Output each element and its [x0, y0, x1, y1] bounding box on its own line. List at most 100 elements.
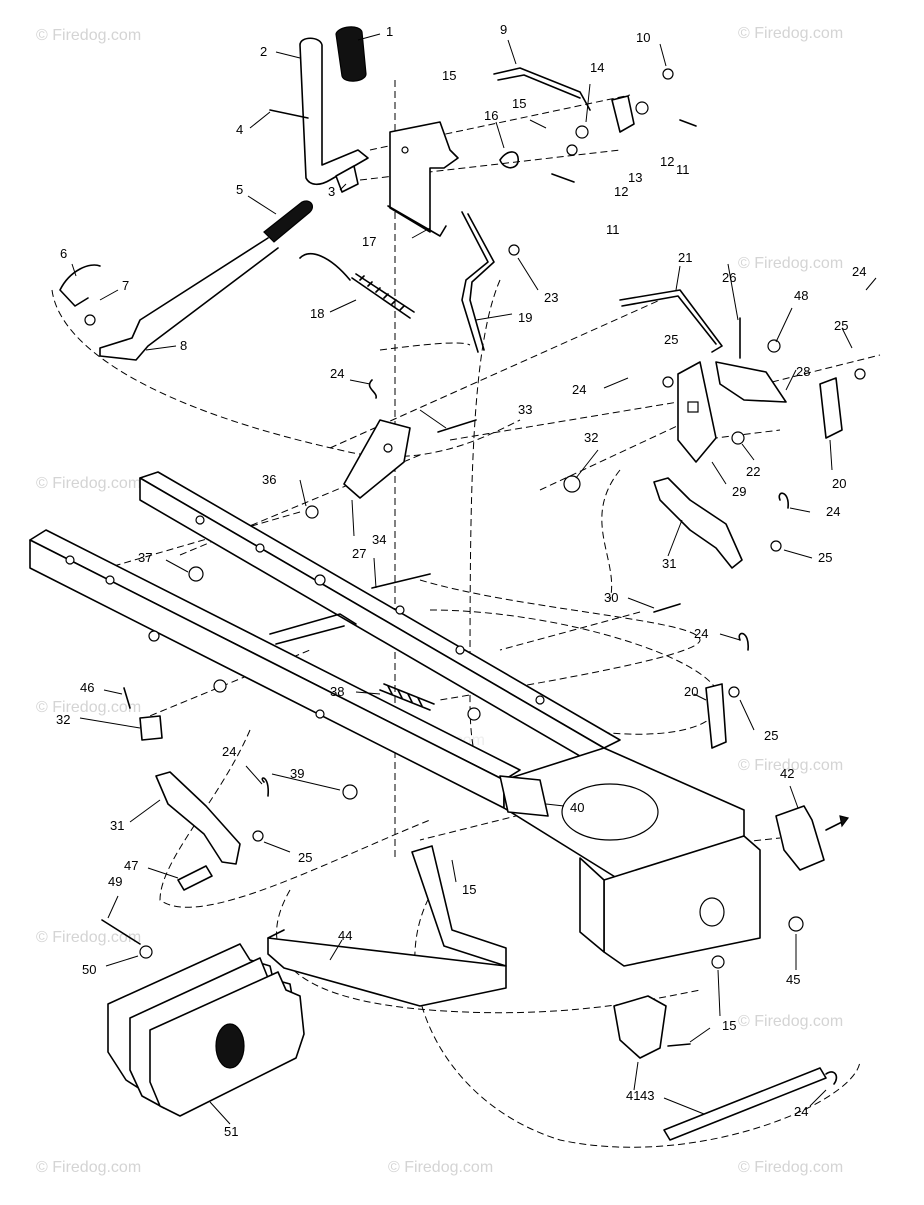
rod-grip [263, 200, 314, 243]
callout-47: 47 [124, 858, 138, 873]
callout-1: 1 [386, 24, 393, 39]
spring-38-coils [387, 685, 423, 707]
callout-15: 15 [442, 68, 456, 83]
lift-arm-31-left [123, 687, 269, 891]
front-bracket-44 [267, 845, 507, 1007]
callout-7: 7 [122, 278, 129, 293]
cotter-pins [551, 119, 697, 183]
callout-37: 37 [138, 550, 152, 565]
bolt [269, 109, 309, 119]
upper-control-rods [493, 67, 697, 183]
hairpin-24 [738, 632, 749, 651]
bolt-49 [101, 919, 141, 945]
bushing-32 [563, 475, 581, 493]
cotter-pin-46 [123, 687, 131, 709]
nut [575, 125, 589, 139]
callout-labels: 1 2 3 4 5 6 7 8 9 10 11 11 12 12 13 14 1… [56, 22, 866, 1139]
callout-13: 13 [628, 170, 642, 185]
hairpin-24 [778, 492, 789, 509]
callout-27: 27 [352, 546, 366, 561]
callout-28: 28 [796, 364, 810, 379]
clip-bracket [335, 165, 359, 193]
nut-48 [767, 339, 781, 353]
hairpin-24 [261, 777, 269, 797]
bolt-15 [711, 955, 725, 969]
pivot-shaft-27 [269, 613, 357, 645]
callout-24: 24 [826, 504, 840, 519]
callout-43: 43 [640, 1088, 654, 1103]
link-20 [705, 683, 727, 749]
callout-19: 19 [518, 310, 532, 325]
pivot-bracket [387, 121, 459, 237]
watermark: © Firedog.com [36, 929, 141, 946]
callout-30: 30 [604, 590, 618, 605]
watermark-layer: © Firedog.com © Firedog.com © Firedog.co… [36, 25, 843, 1176]
washer-50 [139, 945, 153, 959]
washer-25 [252, 830, 264, 842]
callout-22: 22 [746, 464, 760, 479]
rod-43 [663, 1067, 838, 1141]
callout-46: 46 [80, 680, 94, 695]
nut-39 [342, 784, 358, 800]
nut [467, 707, 481, 721]
washer-36 [305, 505, 319, 519]
watermark: © Firedog.com [36, 27, 141, 44]
callout-16: 16 [484, 108, 498, 123]
callout-20: 20 [684, 684, 698, 699]
pivot-shaft-27 [371, 573, 431, 589]
callout-15: 15 [722, 1018, 736, 1033]
callout-25: 25 [764, 728, 778, 743]
nut-37 [188, 566, 204, 582]
spring [59, 264, 101, 307]
watermark: © Firedog.com [738, 25, 843, 42]
washer [84, 314, 96, 326]
callout-24: 24 [222, 744, 236, 759]
pin-47 [177, 865, 213, 891]
callout-24: 24 [694, 626, 708, 641]
washer [635, 101, 649, 115]
callout-29: 29 [732, 484, 746, 499]
washer-25 [728, 686, 740, 698]
callout-32: 32 [584, 430, 598, 445]
hairpin-24 [368, 379, 377, 399]
callout-25: 25 [664, 332, 678, 347]
callout-41: 41 [626, 1088, 640, 1103]
callout-24: 24 [330, 366, 344, 381]
washer [508, 244, 520, 256]
watermark: © Firedog.com [738, 1013, 843, 1030]
weight-center-hole [215, 1023, 245, 1069]
callout-20: 20 [832, 476, 846, 491]
bell-crank-29 [662, 361, 717, 463]
watermark: © Firedog.com [738, 1159, 843, 1176]
callout-21: 21 [678, 250, 692, 265]
lift-handle-assembly [269, 26, 369, 193]
callout-14: 14 [590, 60, 604, 75]
callout-5: 5 [236, 182, 243, 197]
lift-arm-31-right [653, 477, 789, 749]
callout-50: 50 [82, 962, 96, 977]
rear-bracket-41 [613, 955, 725, 1059]
callout-11: 11 [606, 222, 620, 237]
frame-cutout [561, 783, 659, 841]
callout-3: 3 [328, 184, 335, 199]
callout-9: 9 [500, 22, 507, 37]
wheel-weights-51 [101, 919, 305, 1117]
bracket-40 [499, 775, 549, 817]
callout-31: 31 [662, 556, 676, 571]
link-plate [611, 95, 635, 133]
lift-bracket-34 [305, 379, 581, 519]
watermark: © Firedog.com [36, 1159, 141, 1176]
callout-12: 12 [660, 154, 674, 169]
extension-spring-18 [299, 253, 415, 319]
washer [566, 144, 578, 156]
washer-25 [854, 368, 866, 380]
nut [662, 68, 674, 80]
main-frame [29, 471, 761, 967]
callout-18: 18 [310, 306, 324, 321]
callout-17: 17 [362, 234, 376, 249]
nut-22 [731, 431, 745, 445]
hitch-bracket-42 [775, 805, 850, 932]
callout-38: 38 [330, 684, 344, 699]
